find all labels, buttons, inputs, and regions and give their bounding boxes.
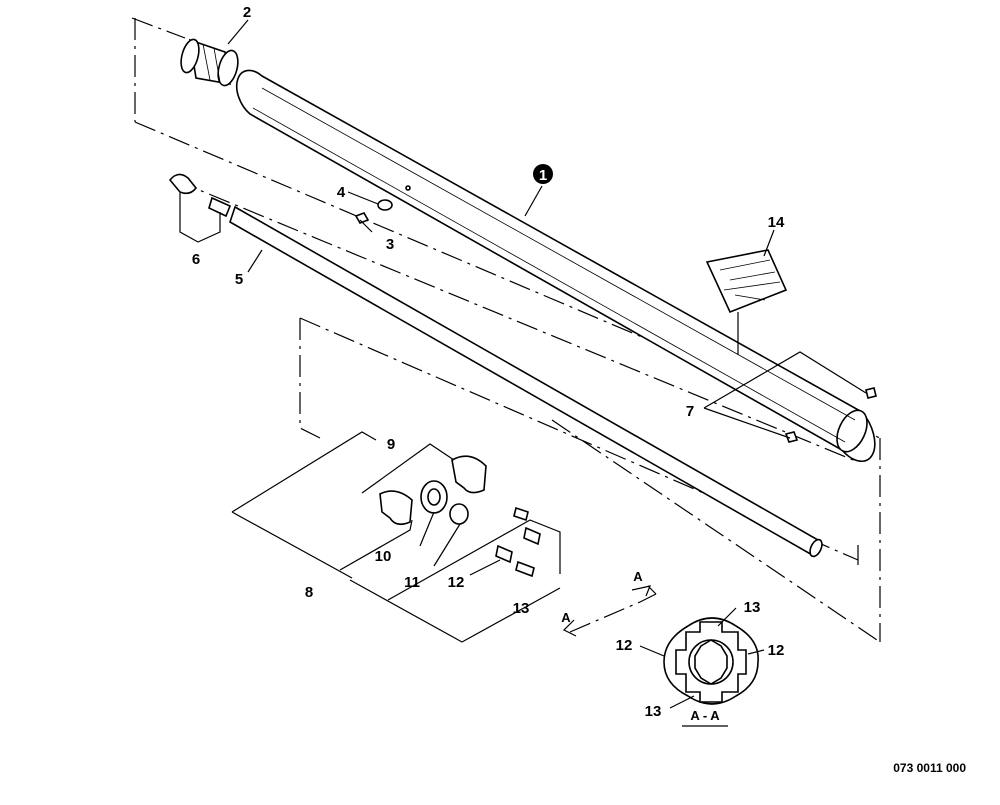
section-callout-13-bottom: 13 bbox=[645, 703, 662, 720]
warning-decal-part-14 bbox=[705, 249, 788, 314]
callout-7: 7 bbox=[686, 403, 694, 420]
callout-10: 10 bbox=[375, 548, 392, 565]
section-callout-12-right: 12 bbox=[768, 642, 785, 659]
screw-and-washer bbox=[354, 185, 411, 224]
callout-4: 4 bbox=[337, 184, 346, 201]
callout-2: 2 bbox=[243, 4, 251, 21]
callout-1: 1 bbox=[539, 167, 547, 184]
callout-labels: 2 1 4 3 6 5 14 7 9 10 11 12 8 13 bbox=[192, 4, 785, 617]
cross-section-view bbox=[639, 607, 765, 727]
assembly-outline bbox=[131, 17, 881, 643]
section-callout-13-top: 13 bbox=[744, 599, 761, 616]
damper-parts bbox=[495, 506, 541, 578]
callout-6: 6 bbox=[192, 251, 200, 268]
section-arrow-label-top: A bbox=[633, 569, 643, 584]
callout-13: 13 bbox=[513, 600, 530, 617]
bushing-part-2 bbox=[180, 38, 239, 87]
callout-11: 11 bbox=[404, 574, 420, 591]
bearing-assembly bbox=[379, 455, 487, 526]
drive-shaft-part-5 bbox=[229, 205, 823, 558]
callout-5: 5 bbox=[235, 271, 243, 288]
document-number: 073 0011 000 bbox=[893, 761, 966, 775]
screws-part-7 bbox=[784, 387, 877, 443]
leader-lines bbox=[179, 19, 867, 643]
callout-12: 12 bbox=[448, 574, 465, 591]
main-tube bbox=[235, 69, 876, 463]
callout-1-badge bbox=[533, 164, 553, 184]
section-callout-12-left: 12 bbox=[616, 637, 633, 654]
plug-part-6 bbox=[168, 173, 232, 218]
callout-3: 3 bbox=[386, 236, 394, 253]
section-labels: A A 13 12 12 13 A - A bbox=[561, 569, 784, 723]
callout-9: 9 bbox=[387, 436, 395, 453]
callout-14: 14 bbox=[768, 214, 785, 231]
section-arrow-label-bottom: A bbox=[561, 610, 571, 625]
callout-8: 8 bbox=[305, 584, 313, 601]
section-view-label: A - A bbox=[690, 708, 720, 723]
section-arrows bbox=[562, 585, 657, 637]
